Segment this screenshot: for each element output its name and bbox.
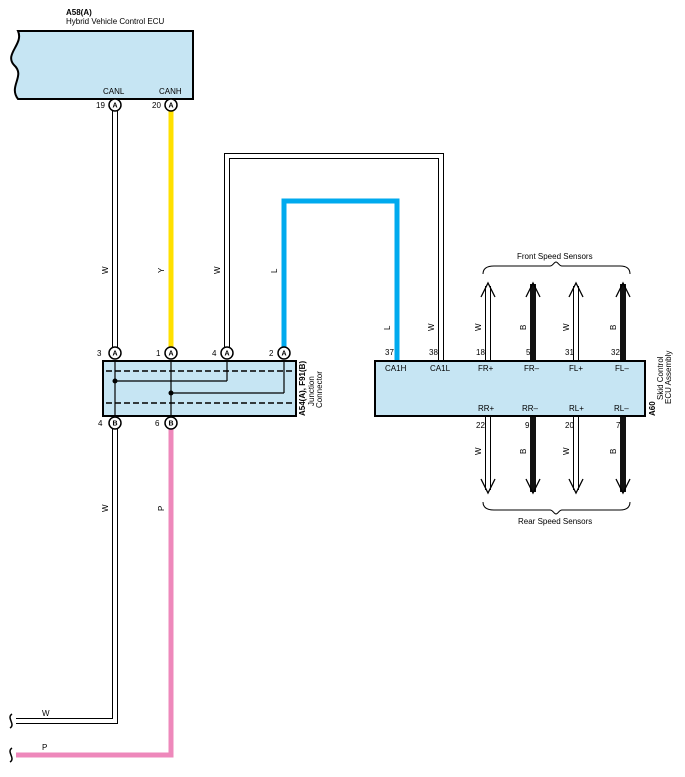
terminal-ca1h: CA1H: [385, 364, 407, 373]
terminal-ca1l: CA1L: [430, 364, 451, 373]
wire-color-fl-minus: B: [609, 325, 618, 330]
wire-color-exit-w: W: [42, 709, 50, 718]
wire-exit-wave-w: [9, 713, 13, 729]
wire-ca1h: [281, 198, 400, 360]
pin-number: 9: [525, 421, 530, 430]
terminal-rr-minus: RR–: [522, 404, 539, 413]
connector-letter: A: [113, 351, 118, 358]
connector-letter: A: [225, 351, 230, 358]
pin-number: 37: [385, 348, 394, 357]
connector-letter: A: [169, 103, 174, 110]
wire-jc-b4: [16, 428, 118, 724]
front-sensors-label: Front Speed Sensors: [517, 252, 593, 261]
pin-number: 32: [611, 348, 620, 357]
rear-sensor-bracket: [482, 501, 631, 515]
hybrid-ecu: A58(A) Hybrid Vehicle Control ECU CANL C…: [10, 8, 194, 100]
pin-number: 18: [476, 348, 485, 357]
pin-number: 19: [96, 101, 105, 110]
terminal-rl-plus: RL+: [569, 404, 584, 413]
rear-sensors-label: Rear Speed Sensors: [518, 517, 592, 526]
connector-circle: [108, 98, 122, 112]
front-sensor-bracket: [482, 261, 631, 275]
pin-number: 6: [155, 419, 160, 428]
hybrid-ecu-pins: 19 A 20 A: [96, 98, 178, 112]
hybrid-ecu-terminal-canl: CANL: [103, 87, 125, 96]
junction-code: A54(A), F91(B): [298, 361, 307, 416]
pin-number: 7: [616, 421, 621, 430]
junction-name-line2: Connector: [315, 371, 324, 408]
pin-number: 5: [526, 348, 531, 357]
sensor-wire-black: [530, 284, 626, 492]
wire-color-canl: W: [101, 266, 110, 274]
terminal-fl-plus: FL+: [569, 364, 583, 373]
wire-color-rl-plus: W: [562, 447, 571, 455]
pin-number: 31: [565, 348, 574, 357]
wire-color-fr-plus: W: [474, 323, 483, 331]
pin-number: 1: [156, 349, 161, 358]
connector-letter: A: [282, 351, 287, 358]
pin-number: 20: [565, 421, 574, 430]
sensor-arrowheads: [480, 281, 631, 495]
hybrid-ecu-name: Hybrid Vehicle Control ECU: [66, 17, 164, 26]
junction-bus: [114, 361, 285, 416]
pin-number: 38: [429, 348, 438, 357]
wire-color-rr-minus: B: [519, 449, 528, 454]
junction-name-line1: Junction: [307, 376, 316, 406]
terminal-fl-minus: FL–: [615, 364, 629, 373]
skid-ecu-code: A60: [648, 401, 657, 416]
connector-circle: [220, 346, 234, 360]
skid-ecu-name-line1: Skid Control: [656, 356, 665, 400]
terminal-rr-plus: RR+: [478, 404, 495, 413]
sensor-wire-white: [486, 286, 578, 490]
wire-color-rl-minus: B: [609, 449, 618, 454]
connector-letter: A: [113, 103, 118, 110]
pin-number: 20: [152, 101, 161, 110]
wire-color-jc-b4: W: [101, 504, 110, 512]
connector-letter: A: [169, 351, 174, 358]
speed-sensor-wires: Front Speed Sensors Rear Speed Sensors: [480, 252, 631, 526]
skid-control-ecu: 37 38 18 5 31 32 CA1H CA1L FR+ FR– FL+ F…: [374, 348, 673, 430]
connector-letter: B: [113, 421, 118, 428]
wire-color-fr-minus: B: [519, 325, 528, 330]
pin-number: 4: [98, 419, 103, 428]
wire-color-jc-pin4: W: [213, 266, 222, 274]
wire-color-labels: W Y W L L W W B W B W B W B W P W P: [42, 266, 618, 752]
terminal-fr-minus: FR–: [524, 364, 540, 373]
wire-color-ca1l: W: [427, 323, 436, 331]
connector-circle: [108, 346, 122, 360]
wire-color-rr-plus: W: [474, 447, 483, 455]
connector-circle: [277, 346, 291, 360]
junction-dot: [112, 378, 118, 384]
wires: [16, 110, 444, 758]
pin-number: 4: [212, 349, 217, 358]
pin-number: 3: [97, 349, 102, 358]
terminal-fr-plus: FR+: [478, 364, 494, 373]
skid-ecu-box: [374, 360, 646, 417]
junction-box: [102, 360, 297, 417]
pin-number: 2: [269, 349, 274, 358]
wire-jc-b6: [16, 428, 174, 758]
junction-dot: [168, 390, 174, 396]
wire-exit-wave-p: [9, 747, 13, 763]
wire-color-jc-b6: P: [157, 506, 166, 511]
hybrid-ecu-terminal-canh: CANH: [159, 87, 182, 96]
connector-circle: [164, 416, 178, 430]
wire-color-ca1h: L: [383, 325, 392, 330]
wire-color-fl-plus: W: [562, 323, 571, 331]
terminal-rl-minus: RL–: [614, 404, 629, 413]
connector-circle: [164, 346, 178, 360]
wire-color-canh: Y: [157, 267, 166, 273]
connector-letter: B: [169, 421, 174, 428]
wire-color-exit-p: P: [42, 743, 47, 752]
wire-ca1l: [224, 153, 444, 360]
wire-color-jc-pin2: L: [270, 268, 279, 273]
junction-connector: 3 A 1 A 4 A 2 A 4 B 6 B A54(A), F91(B) J…: [97, 346, 324, 430]
connector-circle: [108, 416, 122, 430]
connector-circle: [164, 98, 178, 112]
skid-ecu-name-line2: ECU Assembly: [664, 351, 673, 404]
pin-number: 22: [476, 421, 485, 430]
hybrid-ecu-code: A58(A): [66, 8, 92, 17]
hybrid-ecu-box: [10, 30, 194, 100]
